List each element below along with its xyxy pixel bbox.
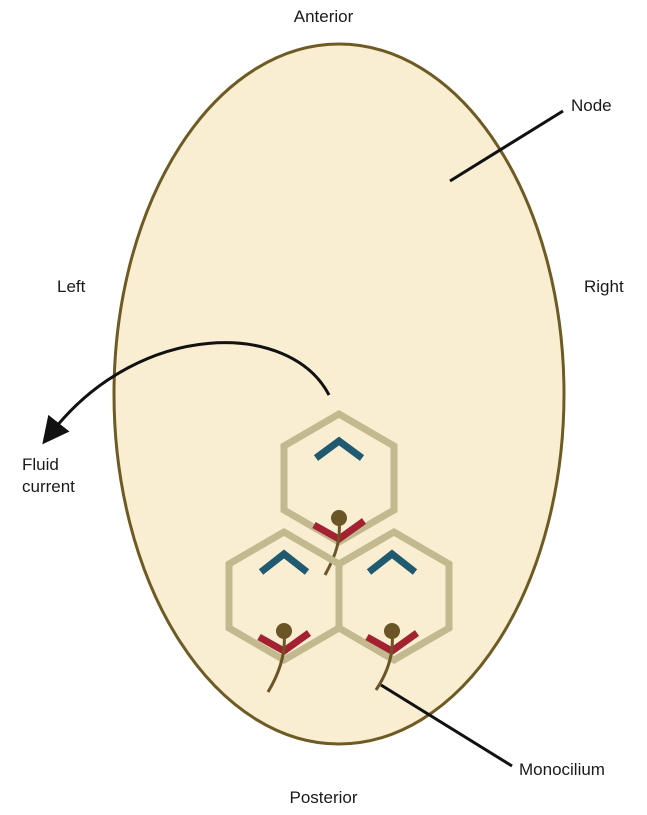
cell-bottom-left-basal-body [276,623,292,639]
label-posterior: Posterior [0,787,647,809]
cell-bottom-right-basal-body [384,623,400,639]
label-node: Node [571,95,612,117]
label-anterior: Anterior [0,6,647,28]
label-left: Left [57,276,85,298]
label-monocilium: Monocilium [519,759,605,781]
node-ellipse [114,44,564,744]
cell-top-basal-body [331,510,347,526]
label-right: Right [584,276,624,298]
label-fluid-current: Fluid current [22,454,75,498]
